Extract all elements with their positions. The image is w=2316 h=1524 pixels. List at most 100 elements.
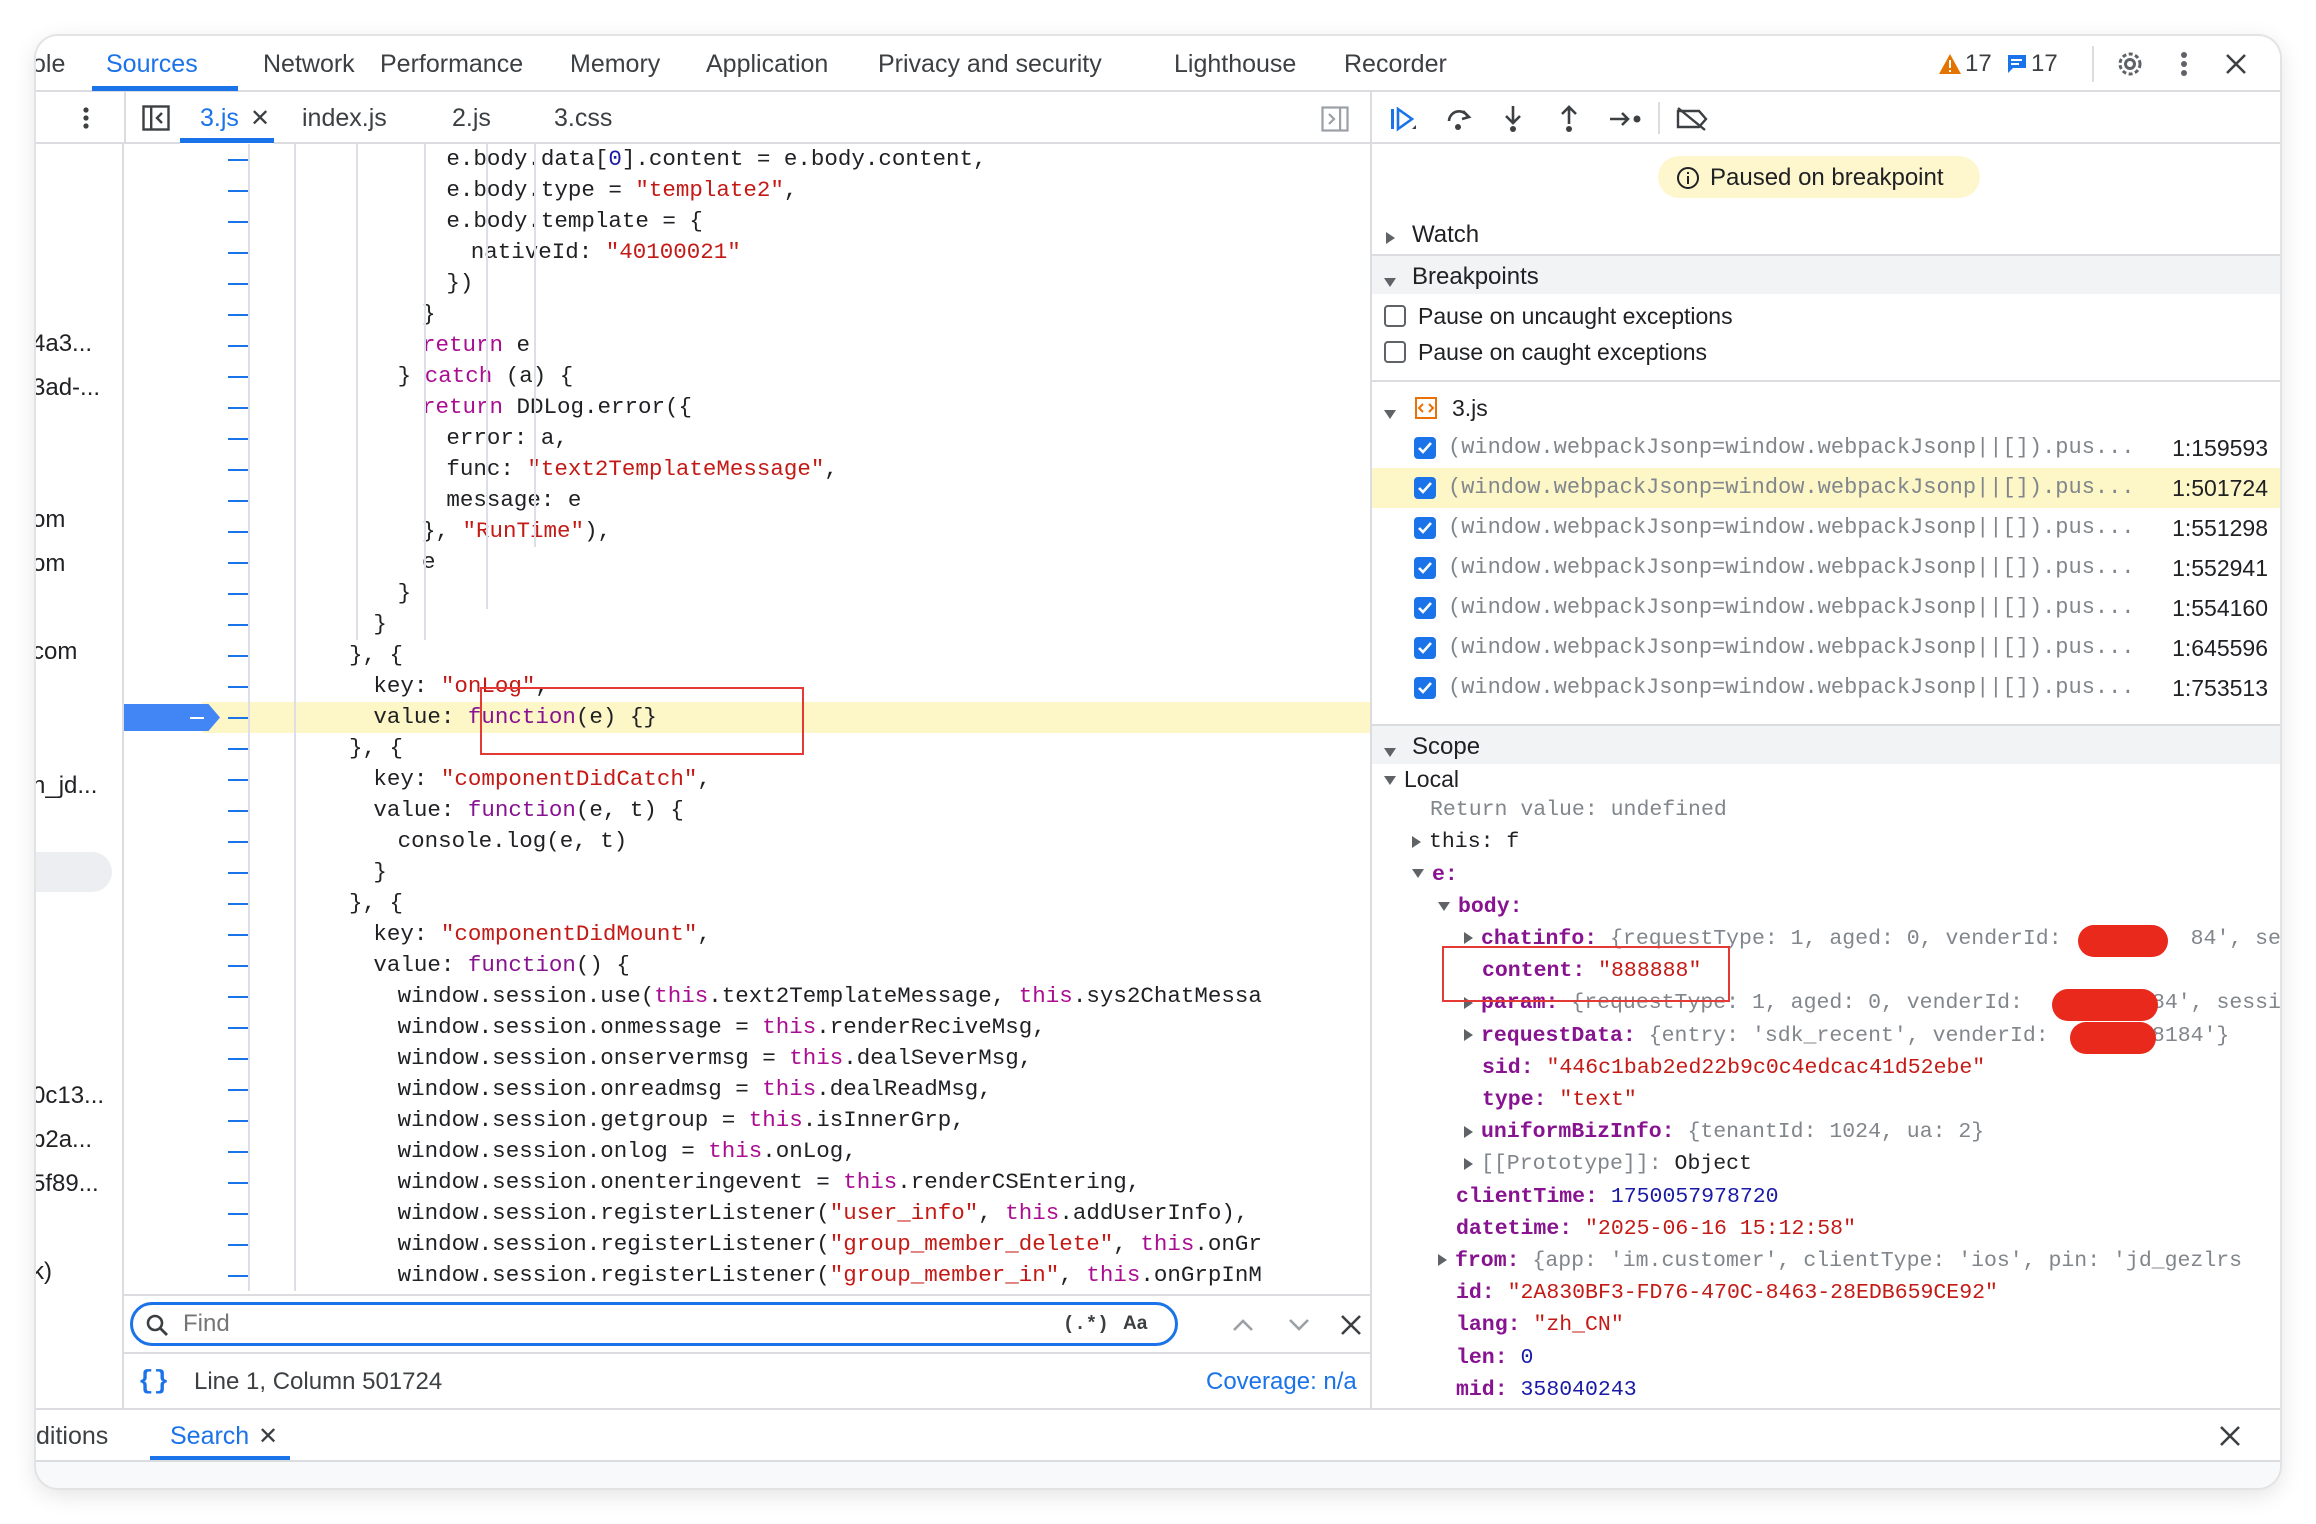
nav-item[interactable]: n_jd... (36, 772, 98, 799)
breakpoint-checkbox[interactable] (1414, 477, 1436, 499)
pause-uncaught-checkbox[interactable] (1384, 305, 1406, 327)
breakpoint-item[interactable]: (window.webpackJsonp=window.webpackJsonp… (1372, 468, 2280, 508)
code-line[interactable]: e.body.data[0].content = e.body.content, (124, 144, 1370, 175)
find-next-icon[interactable] (1284, 1310, 1314, 1340)
scope-row[interactable]: requestData: {entry: 'sdk_recent', vende… (1464, 1024, 2229, 1048)
scope-row[interactable]: mid: 358040243 (1456, 1378, 1637, 1402)
line-gutter-marker[interactable] (228, 1027, 248, 1029)
breakpoint-item[interactable]: (window.webpackJsonp=window.webpackJsonp… (1372, 428, 2280, 468)
expand-icon[interactable] (1412, 835, 1421, 848)
line-gutter-marker[interactable] (228, 965, 248, 967)
scope-row[interactable]: from: {app: 'im.customer', clientType: '… (1438, 1249, 2242, 1273)
tab-console[interactable]: ole (36, 50, 66, 78)
expand-icon[interactable] (1464, 932, 1473, 945)
expand-icon[interactable] (1438, 1254, 1447, 1267)
breakpoint-marker[interactable] (124, 704, 220, 731)
close-tab-icon[interactable]: ✕ (250, 105, 271, 132)
code-line[interactable]: e.body.template = { (124, 206, 1370, 237)
file-tab-3css[interactable]: 3.css (554, 104, 613, 132)
regex-toggle[interactable]: (.*) (1063, 1313, 1109, 1335)
file-tab-indexjs[interactable]: index.js (302, 104, 387, 132)
breakpoint-item[interactable]: (window.webpackJsonp=window.webpackJsonp… (1372, 628, 2280, 668)
tab-application[interactable]: Application (706, 50, 829, 78)
breakpoint-checkbox[interactable] (1414, 677, 1436, 699)
code-line[interactable]: window.session.onenteringevent = this.re… (124, 1167, 1370, 1198)
scope-row[interactable]: sid: "446c1bab2ed22b9c0c4edcac41d52ebe" (1482, 1056, 1985, 1080)
line-gutter-marker[interactable] (228, 872, 248, 874)
scope-row[interactable]: e: (1412, 863, 1458, 887)
tab-performance[interactable]: Performance (380, 50, 524, 78)
line-gutter-marker[interactable] (228, 469, 248, 471)
collapse-icon[interactable] (1438, 901, 1450, 911)
file-tab-3js[interactable]: 3.js ✕ (180, 92, 274, 144)
breakpoint-checkbox[interactable] (1414, 437, 1436, 459)
find-input-box[interactable]: (.*) Aa (130, 1302, 1178, 1346)
code-line[interactable]: } catch (a) { (124, 361, 1370, 392)
line-gutter-marker[interactable] (228, 221, 248, 223)
nav-item-selected[interactable] (36, 852, 112, 892)
file-tab-2js[interactable]: 2.js (452, 104, 491, 132)
scope-row[interactable]: id: "2A830BF3-FD76-470C-8463-28EDB659CE9… (1456, 1281, 1998, 1305)
code-line[interactable]: window.session.onservermsg = this.dealSe… (124, 1043, 1370, 1074)
deactivate-breakpoints-icon[interactable] (1672, 102, 1712, 136)
pause-caught-checkbox[interactable] (1384, 341, 1406, 363)
line-gutter-marker[interactable] (228, 531, 248, 533)
line-gutter-marker[interactable] (228, 624, 248, 626)
line-gutter-marker[interactable] (228, 283, 248, 285)
breakpoint-item[interactable]: (window.webpackJsonp=window.webpackJsonp… (1372, 548, 2280, 588)
nav-item[interactable]: om (36, 506, 66, 533)
breakpoint-item[interactable]: (window.webpackJsonp=window.webpackJsonp… (1372, 588, 2280, 628)
line-gutter-marker[interactable] (228, 252, 248, 254)
tab-sources[interactable]: Sources (106, 50, 198, 78)
breakpoints-section-header[interactable]: Breakpoints (1372, 254, 2280, 294)
code-line[interactable]: } (124, 609, 1370, 640)
breakpoint-item[interactable]: (window.webpackJsonp=window.webpackJsonp… (1372, 668, 2280, 708)
close-drawer-tab-icon[interactable]: ✕ (258, 1423, 279, 1450)
code-line[interactable]: }) (124, 268, 1370, 299)
drawer-tab-search[interactable]: Search (170, 1422, 250, 1450)
find-input[interactable] (183, 1309, 943, 1339)
line-gutter-marker[interactable] (228, 190, 248, 192)
code-line[interactable]: window.session.getgroup = this.isInnerGr… (124, 1105, 1370, 1136)
resume-icon[interactable] (1386, 102, 1420, 136)
scope-row[interactable]: content: "888888" (1482, 959, 1701, 983)
scope-row[interactable]: uniformBizInfo: {tenantId: 1024, ua: 2} (1464, 1120, 1984, 1144)
code-line[interactable]: key: "onLog", (124, 671, 1370, 702)
line-gutter-marker[interactable] (228, 438, 248, 440)
code-line[interactable]: window.session.onmessage = this.renderRe… (124, 1012, 1370, 1043)
code-line[interactable]: } (124, 299, 1370, 330)
code-line[interactable]: } (124, 857, 1370, 888)
settings-gear-icon[interactable] (2112, 46, 2148, 82)
more-menu-icon[interactable] (76, 102, 96, 134)
line-gutter-marker[interactable] (228, 841, 248, 843)
line-gutter-marker[interactable] (228, 1058, 248, 1060)
line-gutter-marker[interactable] (228, 1182, 248, 1184)
nav-item[interactable]: 5f89... (36, 1170, 99, 1197)
expand-icon[interactable] (1464, 1157, 1473, 1170)
code-line[interactable]: e.body.type = "template2", (124, 175, 1370, 206)
tab-network[interactable]: Network (263, 50, 355, 78)
nav-item[interactable]: 4a3... (36, 330, 93, 357)
code-line[interactable]: console.log(e, t) (124, 826, 1370, 857)
nav-item[interactable]: om (36, 550, 66, 577)
expand-icon[interactable] (1464, 996, 1473, 1009)
scope-section-header[interactable]: Scope (1372, 724, 2280, 764)
code-line[interactable]: window.session.onlog = this.onLog, (124, 1136, 1370, 1167)
step-into-icon[interactable] (1496, 102, 1530, 136)
line-gutter-marker[interactable] (228, 159, 248, 161)
coverage-link[interactable]: Coverage: n/a (1206, 1368, 1357, 1395)
tab-recorder[interactable]: Recorder (1344, 50, 1447, 78)
code-line[interactable]: func: "text2TemplateMessage", (124, 454, 1370, 485)
line-gutter-marker[interactable] (228, 593, 248, 595)
more-options-icon[interactable] (2166, 46, 2202, 82)
scope-row[interactable]: [[Prototype]]: Object (1464, 1152, 1752, 1176)
close-find-icon[interactable] (1336, 1310, 1366, 1340)
warnings-counter[interactable]: 17 (1938, 48, 1992, 80)
line-gutter-marker[interactable] (228, 562, 248, 564)
code-line[interactable]: window.session.use(this.text2TemplateMes… (124, 981, 1370, 1012)
code-line[interactable]: window.session.registerListener("user_in… (124, 1198, 1370, 1229)
line-gutter-marker[interactable] (228, 1120, 248, 1122)
code-line[interactable]: return DDLog.error({ (124, 392, 1370, 423)
line-gutter-marker[interactable] (228, 314, 248, 316)
tab-lighthouse[interactable]: Lighthouse (1174, 50, 1297, 78)
